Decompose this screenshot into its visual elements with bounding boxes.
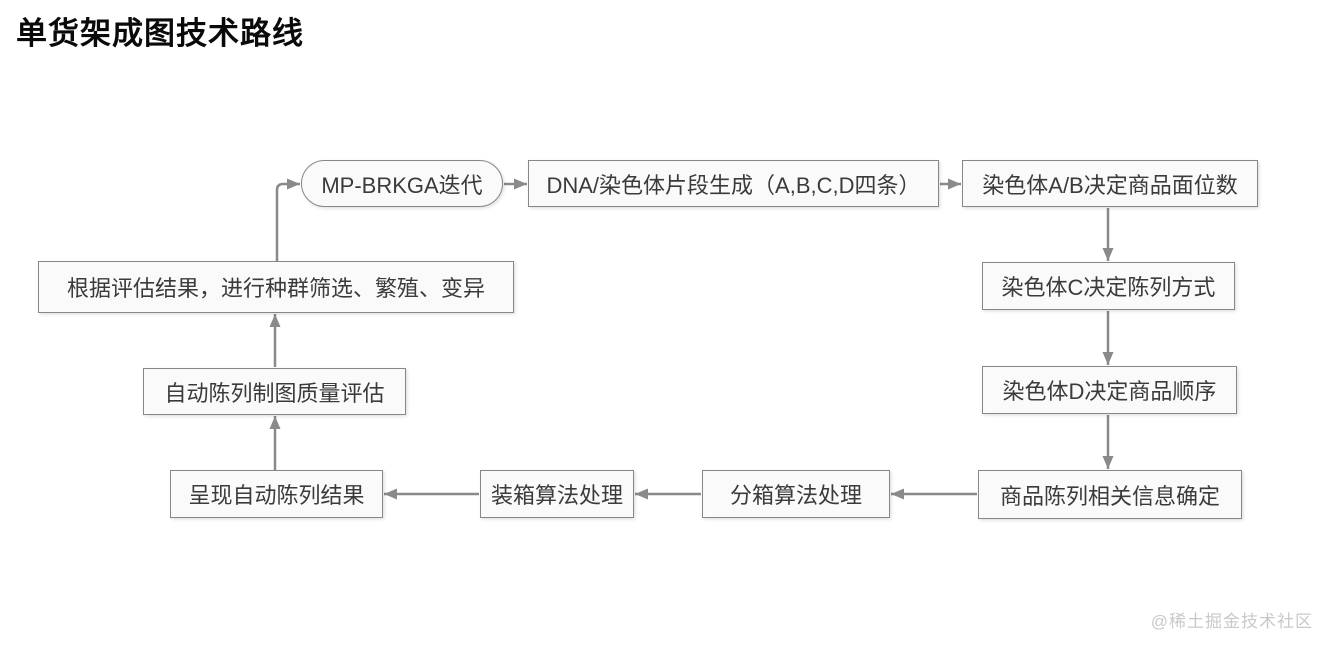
node-dna-fragment-generation: DNA/染色体片段生成（A,B,C,D四条） [528,160,939,207]
arrow-selection-to-mpbrkga [275,178,300,261]
node-bin-split-algorithm: 分箱算法处理 [702,470,890,518]
node-mp-brkga-iteration: MP-BRKGA迭代 [301,160,503,207]
page-title: 单货架成图技术路线 [16,16,304,51]
watermark: @稀土掘金技术社区 [1150,612,1313,631]
node-bin-pack-algorithm: 装箱算法处理 [480,470,634,518]
node-quality-evaluation: 自动陈列制图质量评估 [143,368,406,415]
node-chromosome-c-display-mode: 染色体C决定陈列方式 [982,262,1235,310]
node-chromosome-ab-facing-count: 染色体A/B决定商品面位数 [962,160,1258,207]
node-display-info-confirm: 商品陈列相关信息确定 [978,470,1242,519]
node-chromosome-d-product-order: 染色体D决定商品顺序 [982,366,1237,414]
node-present-auto-display-result: 呈现自动陈列结果 [170,470,383,518]
node-population-selection-breeding-mutation: 根据评估结果，进行种群筛选、繁殖、变异 [38,261,514,313]
